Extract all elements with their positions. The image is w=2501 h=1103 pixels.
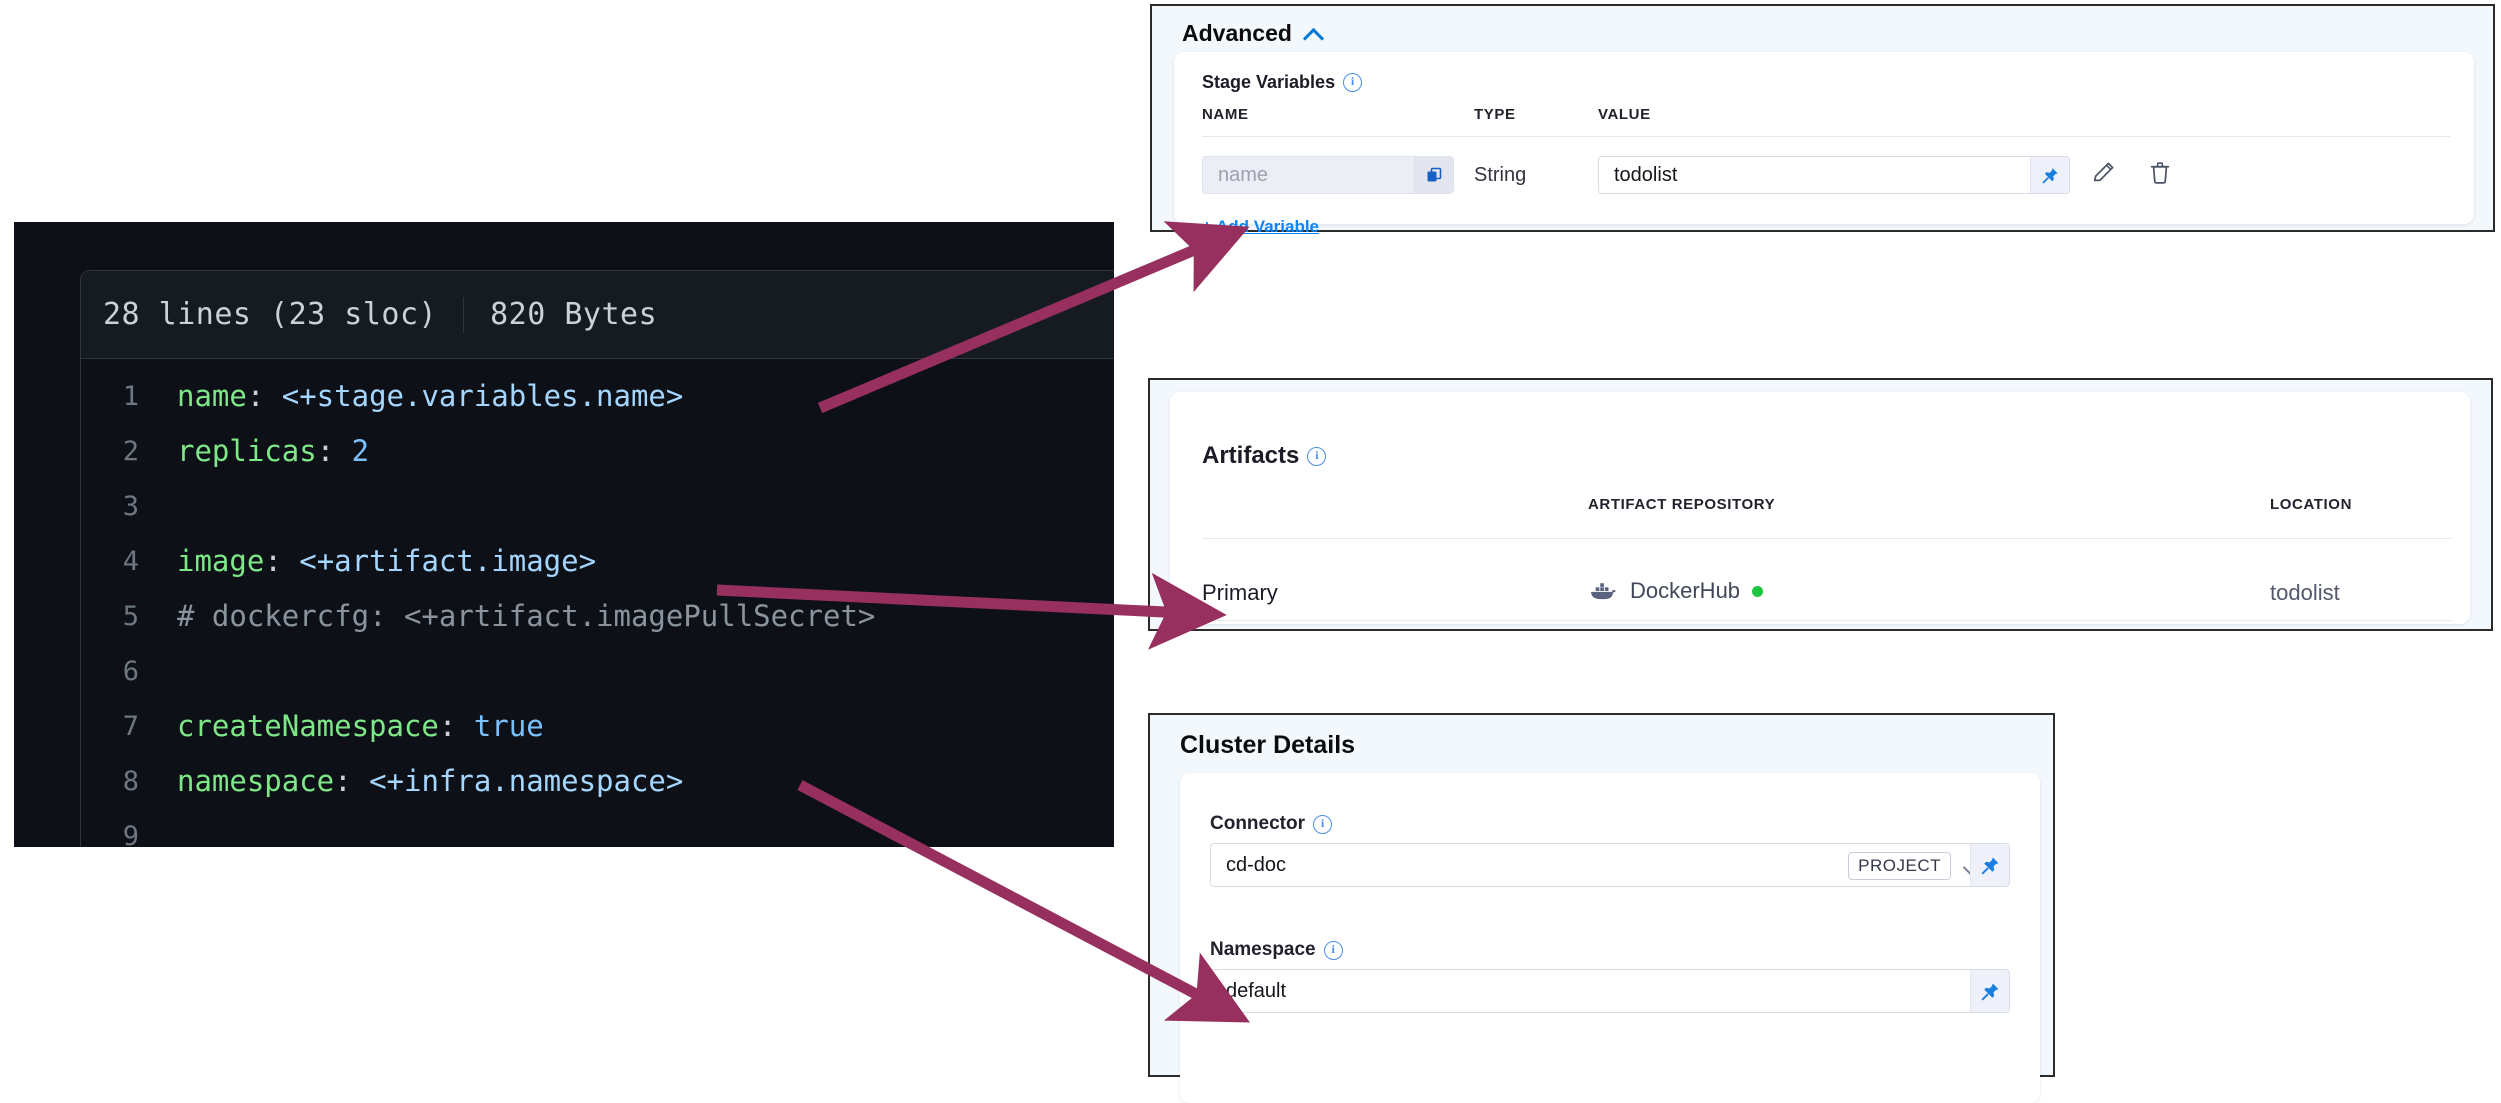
- copy-icon[interactable]: [1414, 157, 1453, 193]
- code-viewer-panel: 28 lines (23 sloc) 820 Bytes 1 name: <+st…: [14, 222, 1114, 847]
- info-icon[interactable]: i: [1323, 940, 1343, 960]
- code-line-number: 8: [122, 766, 139, 797]
- stage-variables-label: Stage Variables: [1202, 72, 1336, 92]
- code-line: 2 replicas: 2: [81, 424, 1114, 479]
- artifacts-label-row: Artifacts i: [1202, 442, 1327, 470]
- variable-name-input[interactable]: name: [1202, 156, 1454, 194]
- column-header-artifact-repository: ARTIFACT REPOSITORY: [1588, 496, 1776, 513]
- code-line-number: 9: [122, 821, 139, 847]
- table-divider-bottom: [1202, 620, 2452, 621]
- chevron-up-icon[interactable]: [1304, 24, 1324, 44]
- advanced-title: Advanced: [1182, 20, 1292, 46]
- column-header-location: LOCATION: [2270, 496, 2353, 513]
- code-line-number: 1: [122, 381, 139, 412]
- artifact-repository-cell[interactable]: DockerHub: [1588, 578, 1764, 604]
- artifacts-card: Artifacts i ARTIFACT REPOSITORY LOCATION…: [1170, 392, 2470, 624]
- code-line: 4 image: <+artifact.image>: [81, 534, 1114, 589]
- add-variable-link[interactable]: + Add Variable: [1202, 217, 1319, 236]
- code-line: 1 name: <+stage.variables.name>: [81, 369, 1114, 424]
- code-line-number: 5: [122, 601, 139, 632]
- code-meta-bar: 28 lines (23 sloc) 820 Bytes: [81, 271, 1114, 359]
- code-file-size: 820 Bytes: [490, 297, 658, 332]
- connector-value: cd-doc: [1226, 853, 1287, 876]
- code-line-content: replicas: 2: [177, 434, 370, 468]
- advanced-header[interactable]: Advanced: [1182, 20, 1324, 47]
- edit-pencil-icon[interactable]: [2090, 158, 2118, 186]
- code-line-content: # dockercfg: <+artifact.imagePullSecret>: [177, 599, 876, 633]
- cluster-details-panel: Cluster Details Connector i cd-doc PROJE…: [1148, 713, 2055, 1103]
- trash-icon[interactable]: [2146, 158, 2174, 186]
- namespace-label-row: Namespace i: [1210, 939, 1343, 961]
- pin-icon[interactable]: [1970, 844, 2009, 886]
- variable-value-input[interactable]: todolist: [1598, 156, 2070, 194]
- artifact-kind: Primary: [1202, 580, 1278, 605]
- column-header-value: VALUE: [1598, 106, 1651, 123]
- pin-icon[interactable]: [2030, 157, 2069, 193]
- code-line: 7 createNamespace: true: [81, 699, 1114, 754]
- code-line-number: 3: [122, 491, 139, 522]
- table-divider-top: [1202, 538, 2452, 539]
- column-header-type: TYPE: [1474, 106, 1516, 123]
- pin-icon[interactable]: [1970, 970, 2009, 1012]
- docker-whale-icon: [1588, 580, 1618, 602]
- code-line-number: 4: [122, 546, 139, 577]
- namespace-value: default: [1226, 979, 1287, 1002]
- info-icon[interactable]: i: [1343, 73, 1363, 92]
- code-line-content: image: <+artifact.image>: [177, 544, 597, 578]
- info-icon[interactable]: i: [1307, 446, 1327, 466]
- code-line-content: namespace: <+infra.namespace>: [177, 764, 684, 798]
- code-line: 6: [81, 644, 1114, 699]
- code-card: 28 lines (23 sloc) 820 Bytes 1 name: <+st…: [80, 270, 1114, 847]
- namespace-label: Namespace: [1210, 939, 1316, 960]
- cluster-details-title: Cluster Details: [1180, 731, 1356, 759]
- connector-scope-tag: PROJECT: [1848, 852, 1951, 880]
- info-icon[interactable]: i: [1313, 814, 1332, 834]
- status-dot: [1752, 585, 1764, 597]
- code-lines-count: 28 lines (23 sloc): [103, 297, 438, 332]
- code-line: 5 # dockercfg: <+artifact.imagePullSecret…: [81, 589, 1114, 644]
- code-line: 9: [81, 809, 1114, 847]
- artifact-location: todolist: [2270, 580, 2340, 605]
- stage-variables-card: Stage Variables i NAME TYPE VALUE name S…: [1174, 52, 2474, 236]
- code-line-content: createNamespace: true: [177, 709, 544, 743]
- meta-divider: [463, 296, 465, 333]
- code-line-number: 7: [122, 711, 139, 742]
- artifact-repository-name: DockerHub: [1630, 578, 1741, 603]
- variable-type-value: String: [1474, 164, 1527, 186]
- column-header-name: NAME: [1202, 106, 1249, 123]
- code-line: 3: [81, 479, 1114, 534]
- code-line-number: 6: [122, 656, 139, 687]
- code-lines-container[interactable]: 1 name: <+stage.variables.name> 2 replicas:…: [81, 359, 1114, 847]
- cluster-details-card: Connector i cd-doc PROJECT Namespace i d…: [1180, 773, 2040, 1103]
- variable-value-text: todolist: [1614, 163, 1678, 186]
- table-divider: [1202, 136, 2450, 137]
- variable-name-placeholder: name: [1218, 163, 1269, 186]
- artifacts-label: Artifacts: [1202, 442, 1300, 469]
- advanced-panel: Advanced Stage Variables i NAME TYPE VAL…: [1150, 4, 2495, 236]
- code-line: 8 namespace: <+infra.namespace>: [81, 754, 1114, 809]
- connector-input[interactable]: cd-doc PROJECT: [1210, 843, 2010, 887]
- stage-variables-label-row: Stage Variables i: [1202, 72, 1363, 93]
- code-line-number: 2: [122, 436, 139, 467]
- connector-label: Connector: [1210, 813, 1305, 834]
- namespace-input[interactable]: default: [1210, 969, 2010, 1013]
- connector-label-row: Connector i: [1210, 813, 1332, 835]
- code-line-content: name: <+stage.variables.name>: [177, 379, 684, 413]
- artifacts-panel: Artifacts i ARTIFACT REPOSITORY LOCATION…: [1148, 378, 2493, 631]
